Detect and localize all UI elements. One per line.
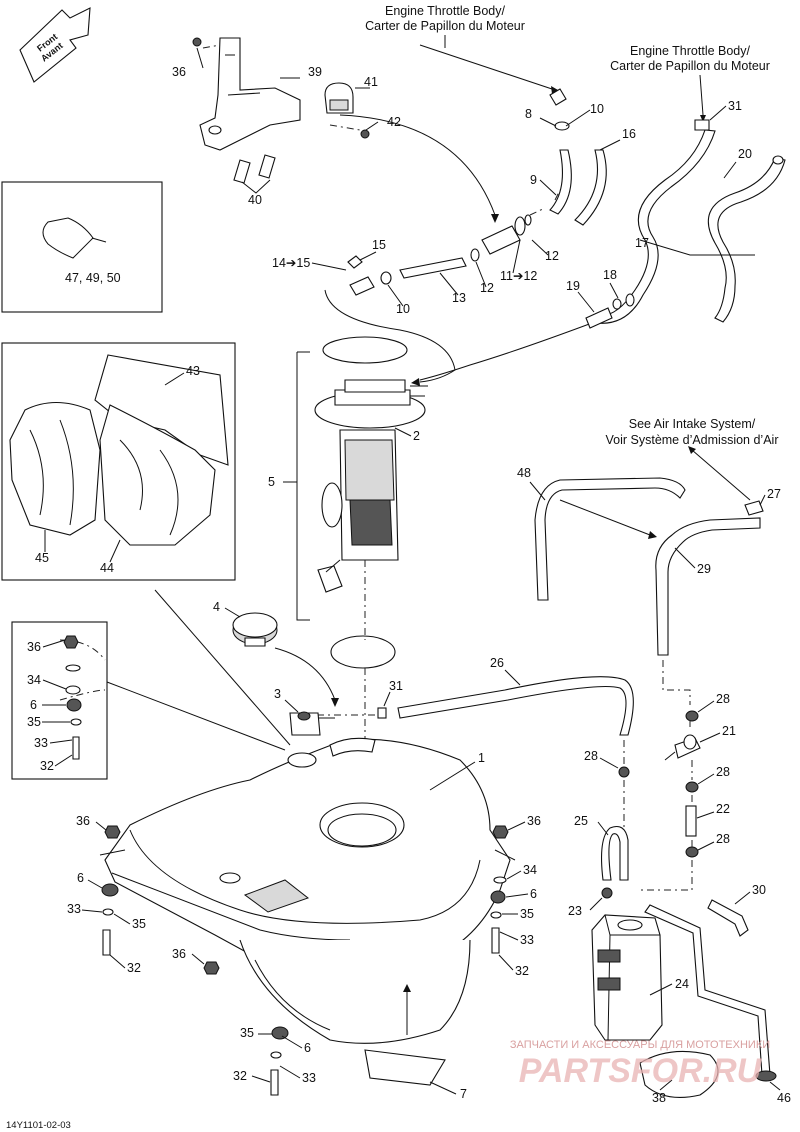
rollover-valve bbox=[289, 711, 335, 736]
label-11-12: 11➔12 bbox=[500, 269, 537, 283]
label-24: 24 bbox=[675, 977, 689, 991]
label-35-bottom: 35 bbox=[240, 1026, 254, 1040]
label-2: 2 bbox=[413, 429, 420, 443]
label-10-bottom: 10 bbox=[396, 302, 410, 316]
label-22: 22 bbox=[716, 802, 730, 816]
label-9: 9 bbox=[530, 173, 537, 187]
label-16: 16 bbox=[622, 127, 636, 141]
label-4: 4 bbox=[213, 600, 220, 614]
mount-inset-box bbox=[11, 621, 108, 780]
label-10-top: 10 bbox=[590, 102, 604, 116]
label-7: 7 bbox=[460, 1087, 467, 1101]
label-6-bottom: 6 bbox=[304, 1041, 311, 1055]
evap-canister bbox=[591, 825, 777, 1098]
fuel-tank bbox=[99, 737, 516, 1044]
vent-hose-26 bbox=[300, 676, 634, 736]
label-6-left: 6 bbox=[77, 871, 84, 885]
vent-hoses bbox=[534, 477, 764, 656]
label-36-right: 36 bbox=[527, 814, 541, 828]
throttle-body-callout-2-line1: Engine Throttle Body/ bbox=[630, 44, 751, 58]
figure-code: 14Y1101-02-03 bbox=[6, 1120, 71, 1131]
foam-pad bbox=[364, 984, 446, 1086]
label-33-left: 33 bbox=[67, 902, 81, 916]
label-36-left: 36 bbox=[76, 814, 90, 828]
label-36-bottom: 36 bbox=[172, 947, 186, 961]
mount-hardware bbox=[59, 635, 106, 760]
label-41: 41 bbox=[364, 75, 378, 89]
bracket-assembly bbox=[192, 37, 370, 184]
label-32-right: 32 bbox=[515, 964, 529, 978]
vent-valve-column bbox=[618, 710, 701, 891]
label-14-15: 14➔15 bbox=[272, 256, 310, 270]
label-3: 3 bbox=[274, 687, 281, 701]
label-21: 21 bbox=[722, 724, 736, 738]
label-36-inset: 36 bbox=[27, 640, 41, 654]
label-34-right: 34 bbox=[523, 863, 537, 877]
label-12-right: 12 bbox=[545, 249, 559, 263]
label-33-bottom: 33 bbox=[302, 1071, 316, 1085]
label-25: 25 bbox=[574, 814, 588, 828]
throttle-body-callout-2-line2: Carter de Papillon du Moteur bbox=[610, 59, 770, 73]
heat-shields bbox=[9, 354, 229, 546]
label-32-bottom: 32 bbox=[233, 1069, 247, 1083]
label-40: 40 bbox=[248, 193, 262, 207]
label-32-inset: 32 bbox=[40, 759, 54, 773]
label-47-49-50: 47, 49, 50 bbox=[65, 271, 121, 285]
label-30: 30 bbox=[752, 883, 766, 897]
throttle-body-callout-1-line2: Carter de Papillon du Moteur bbox=[365, 19, 525, 33]
label-43: 43 bbox=[186, 364, 200, 378]
label-17: 17 bbox=[635, 236, 649, 250]
label-8: 8 bbox=[525, 107, 532, 121]
label-13: 13 bbox=[452, 291, 466, 305]
label-26: 26 bbox=[490, 656, 504, 670]
label-31-mid: 31 bbox=[389, 679, 403, 693]
label-28-bottom: 28 bbox=[716, 832, 730, 846]
label-32-left: 32 bbox=[127, 961, 141, 975]
label-15: 15 bbox=[372, 238, 386, 252]
label-36-bracket-bolt: 36 bbox=[172, 65, 186, 79]
label-6-right: 6 bbox=[530, 887, 537, 901]
fuel-cap bbox=[232, 612, 278, 647]
watermark-brand: PARTSFOR.RU bbox=[519, 1052, 763, 1090]
tank-hardware bbox=[101, 825, 509, 1096]
air-intake-callout-line2: Voir Système d’Admission d’Air bbox=[606, 433, 779, 447]
label-35-right: 35 bbox=[520, 907, 534, 921]
label-44: 44 bbox=[100, 561, 114, 575]
watermark-tagline: ЗАПЧАСТИ И АКСЕССУАРЫ ДЛЯ МОТОТЕХНИКИ bbox=[510, 1039, 770, 1051]
label-5: 5 bbox=[268, 475, 275, 489]
label-35-left: 35 bbox=[132, 917, 146, 931]
label-28-top: 28 bbox=[716, 692, 730, 706]
front-arrow-icon: Front Avant bbox=[19, 7, 91, 83]
label-28-left: 28 bbox=[584, 749, 598, 763]
label-29: 29 bbox=[697, 562, 711, 576]
label-19: 19 bbox=[566, 279, 580, 293]
air-intake-callout-line1: See Air Intake System/ bbox=[629, 417, 756, 431]
label-23: 23 bbox=[568, 904, 582, 918]
label-20: 20 bbox=[738, 147, 752, 161]
label-27: 27 bbox=[767, 487, 781, 501]
clamp-inset-box bbox=[1, 181, 163, 313]
label-42: 42 bbox=[387, 115, 401, 129]
throttle-body-callout-1-line1: Engine Throttle Body/ bbox=[385, 4, 506, 18]
fuel-lines-top bbox=[324, 88, 786, 386]
clamp-icon bbox=[42, 217, 107, 259]
label-12-left: 12 bbox=[480, 281, 494, 295]
label-46: 46 bbox=[777, 1091, 791, 1105]
label-33-right: 33 bbox=[520, 933, 534, 947]
label-45: 45 bbox=[35, 551, 49, 565]
label-33-inset: 33 bbox=[34, 736, 48, 750]
label-34-inset: 34 bbox=[27, 673, 41, 687]
label-28-mid: 28 bbox=[716, 765, 730, 779]
label-31-top: 31 bbox=[728, 99, 742, 113]
label-18: 18 bbox=[603, 268, 617, 282]
label-38: 38 bbox=[652, 1091, 666, 1105]
label-35-inset: 35 bbox=[27, 715, 41, 729]
label-48: 48 bbox=[517, 466, 531, 480]
label-1: 1 bbox=[478, 751, 485, 765]
fuel-pump-module bbox=[314, 336, 428, 593]
label-39: 39 bbox=[308, 65, 322, 79]
label-6-inset: 6 bbox=[30, 698, 37, 712]
